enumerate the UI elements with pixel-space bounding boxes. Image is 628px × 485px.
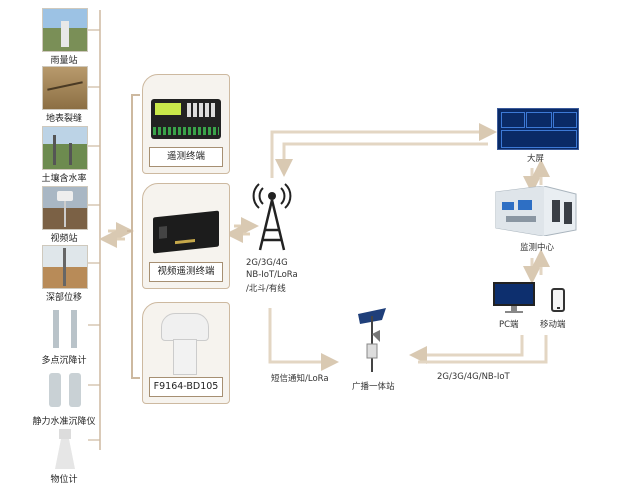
telemetry-terminal-device	[151, 99, 221, 139]
level-meter-photo	[50, 428, 80, 472]
hydrostatic-level-photo	[42, 368, 88, 412]
sensor-label-soil: 土壤含水率	[41, 174, 87, 184]
beidou-terminal-card: F9164-BD105	[142, 302, 230, 404]
big-screen-label: 大屏	[527, 154, 545, 164]
telemetry-terminal-card: 遥测终端	[142, 74, 230, 174]
pc-icon	[493, 282, 535, 314]
sms-lora-label: 短信通知/LoRa	[271, 374, 329, 384]
sensor-label-crack: 地表裂缝	[45, 114, 82, 124]
video-station-photo	[42, 186, 88, 230]
radio-tower-icon	[252, 180, 292, 252]
monitoring-center-label: 监测中心	[520, 243, 555, 253]
multipoint-settlement-photo	[42, 307, 88, 351]
mobile-label: 移动端	[540, 320, 566, 330]
big-screen-icon	[497, 108, 579, 150]
beidou-terminal-label: F9164-BD105	[149, 377, 223, 397]
beidou-terminal-device	[161, 313, 209, 375]
video-telemetry-terminal-card: 视频遥测终端	[142, 183, 230, 289]
video-telemetry-terminal-label: 视频遥测终端	[149, 262, 223, 282]
sensor-label-hydrostatic: 静力水准沉降仪	[32, 417, 96, 427]
rain-gauge-station-photo	[42, 8, 88, 52]
deep-displacement-photo	[42, 245, 88, 289]
pc-label: PC端	[499, 320, 519, 330]
sensor-label-rain: 雨量站	[50, 56, 78, 66]
monitoring-center-icon	[492, 185, 578, 237]
broadcast-station-icon	[350, 302, 394, 374]
telemetry-terminal-label: 遥测终端	[149, 147, 223, 167]
mobile-phone-icon	[551, 288, 565, 312]
sensor-label-multipoint: 多点沉降计	[41, 356, 87, 366]
video-telemetry-terminal-device	[153, 210, 219, 254]
sensor-label-deep: 深部位移	[45, 293, 82, 303]
broadcast-station-label: 广播一体站	[352, 382, 395, 392]
network-protocol-label: 2G/3G/4G/NB-IoT	[437, 372, 510, 382]
soil-moisture-photo	[42, 126, 88, 170]
sensor-label-level: 物位计	[50, 475, 78, 485]
sensor-label-video: 视频站	[50, 234, 78, 244]
surface-crack-photo	[42, 66, 88, 110]
